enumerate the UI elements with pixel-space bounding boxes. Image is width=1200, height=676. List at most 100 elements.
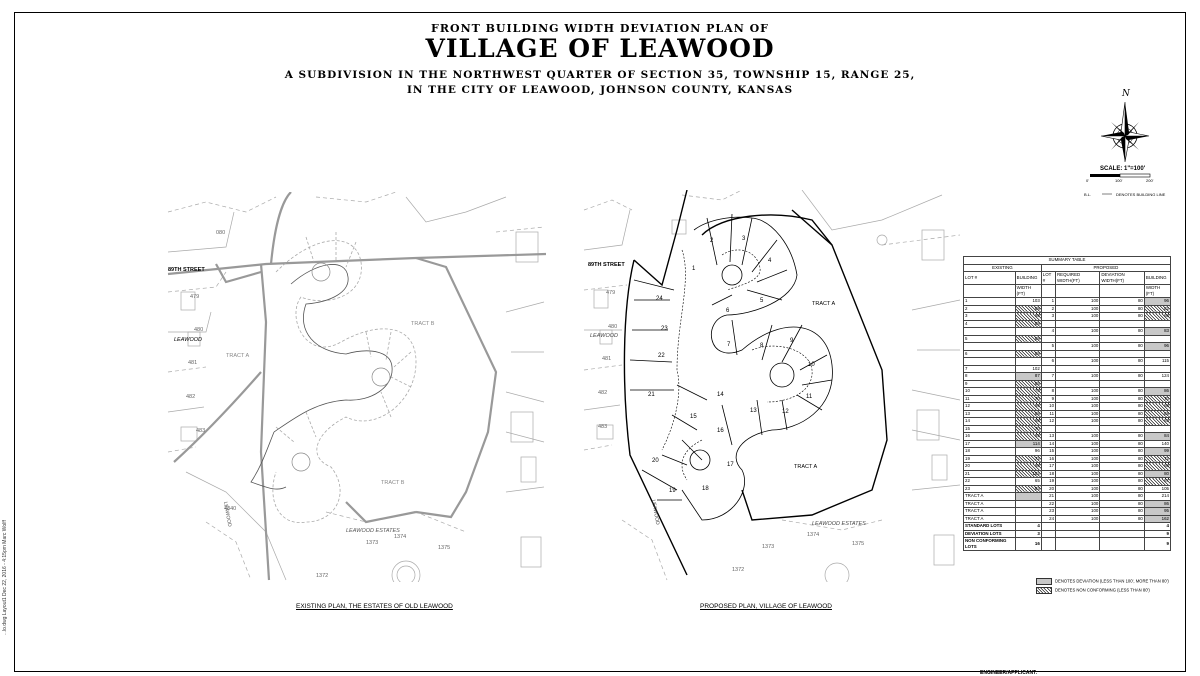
street-label: 89TH STREET	[168, 267, 205, 273]
table-cell: 100	[1055, 469, 1101, 478]
table-cell	[1143, 319, 1172, 328]
neighbor-lot: 482	[186, 394, 195, 400]
table-cell	[1099, 364, 1145, 373]
existing-plan-map: 89TH STREET LEAWOOD TRACT A TRACT B TRAC…	[167, 192, 546, 582]
bl-abbr: B.L.	[1084, 192, 1091, 197]
neighbor-lot: 1373	[366, 540, 378, 546]
table-cell: 23	[963, 484, 1016, 493]
table-cell: 70	[1014, 387, 1042, 396]
table-cell: 4	[1014, 522, 1042, 531]
table-cell: 100	[1055, 372, 1101, 381]
table-cell	[1055, 319, 1101, 328]
table-cell	[1055, 334, 1101, 343]
table-cell: 11	[1040, 409, 1057, 418]
table-cell: 18	[1040, 469, 1057, 478]
table-cell: 4	[1040, 327, 1057, 336]
neighbor-lot: 482	[598, 390, 607, 396]
table-cell	[1040, 364, 1057, 373]
table-cell: 17	[963, 439, 1016, 448]
table-cell: 100	[1055, 357, 1101, 366]
table-cell	[1099, 349, 1145, 358]
table-cell: 80	[1099, 402, 1145, 411]
table-cell: 100	[1055, 477, 1101, 486]
lot-number: 10	[808, 362, 815, 368]
table-cell	[1055, 379, 1101, 388]
table-cell: 17	[1040, 462, 1057, 471]
lot-number: 7	[727, 342, 731, 348]
table-cell: 9	[1040, 394, 1057, 403]
table-cell: 95	[1143, 507, 1172, 516]
neighbor-lot: 1375	[852, 541, 864, 547]
table-cell: 3	[1040, 312, 1057, 321]
table-cell: 100	[1055, 312, 1101, 321]
table-cell: 80	[1099, 327, 1145, 336]
table-cell	[1099, 537, 1145, 551]
table-cell: 103	[1014, 297, 1042, 306]
north-arrow-block: N SCALE: 1"=100' 0' 100' 200' B.L. DENOT…	[1084, 89, 1166, 197]
neighbor-lot: 479	[190, 294, 199, 300]
table-cell: 72	[1143, 454, 1172, 463]
table-cell: 8	[963, 372, 1016, 381]
proposed-plan-map: 89TH STREET LEAWOOD TRACT A TRACT A LEAW…	[583, 190, 961, 582]
table-cell: 7	[963, 364, 1016, 373]
table-cell: 10	[1040, 402, 1057, 411]
north-letter: N	[1121, 89, 1131, 99]
table-cell	[1143, 349, 1172, 358]
table-cell	[1143, 424, 1172, 433]
table-cell: 102	[1014, 469, 1042, 478]
legend-nonconforming: DENOTES NON CONFORMING (LESS THAN 80')	[1036, 587, 1150, 594]
col-subheader: WIDTH (FT)	[1014, 284, 1042, 298]
road-label: LEAWOOD	[650, 499, 660, 525]
svg-text:100': 100'	[1115, 178, 1123, 183]
table-cell: 100	[1055, 409, 1101, 418]
table-cell	[963, 327, 1016, 336]
table-cell	[1014, 342, 1042, 351]
table-cell	[1099, 319, 1145, 328]
neighbor-lot: 080	[216, 230, 225, 236]
table-cell: 80	[1099, 342, 1145, 351]
table-cell: 96	[1143, 342, 1172, 351]
engineer-label: ENGINEER/APPLICANT:	[980, 670, 1038, 676]
tract-b-label-1: TRACT B	[411, 321, 435, 327]
table-cell	[1040, 424, 1057, 433]
table-cell	[1099, 379, 1145, 388]
surrounding-parcels	[583, 190, 961, 582]
table-cell: 83	[1143, 327, 1172, 336]
table-cell: 80	[1099, 304, 1145, 313]
table-cell: 69	[1014, 334, 1042, 343]
table-cell: 23	[1040, 507, 1057, 516]
table-cell: 100	[1055, 484, 1101, 493]
summary-title: SUMMARY TABLE	[963, 256, 1171, 265]
table-cell	[1143, 334, 1172, 343]
table-cell: 70	[1014, 394, 1042, 403]
lot-number: 1	[692, 266, 696, 272]
table-cell: 68	[1143, 462, 1172, 471]
table-cell: 65	[1014, 379, 1042, 388]
title-line-3: A SUBDIVISION IN THE NORTHWEST QUARTER O…	[284, 69, 916, 81]
lot-number: 3	[742, 236, 746, 242]
neighbor-lot: 1372	[732, 567, 744, 573]
table-cell: 3	[1014, 529, 1042, 538]
table-cell: 65	[1014, 432, 1042, 441]
col-header: BUILDING	[1014, 271, 1042, 285]
table-cell: 69	[1143, 417, 1172, 426]
table-cell: 214	[1143, 492, 1172, 501]
bl-description: DENOTES BUILDING LINE	[1116, 192, 1166, 197]
table-cell: 80	[1099, 357, 1145, 366]
table-cell: 100	[1055, 342, 1101, 351]
